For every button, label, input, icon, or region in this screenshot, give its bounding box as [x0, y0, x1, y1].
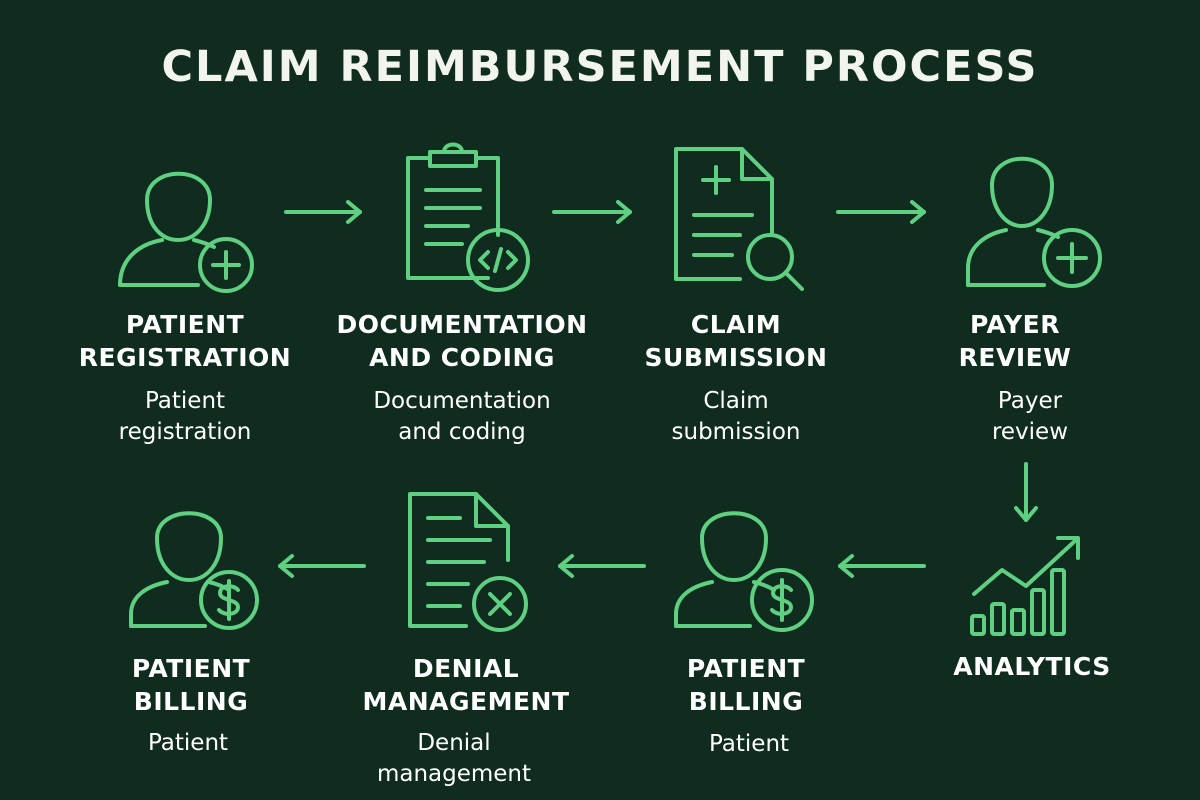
clipboard-code-icon [406, 142, 530, 292]
arrow-left-icon [838, 554, 926, 578]
step-desc-line: submission [671, 419, 801, 445]
arrow-right-icon [836, 200, 926, 224]
arrow-down-icon [1014, 462, 1038, 522]
step-desc-line: registration [118, 419, 252, 445]
diagram-title: CLAIM REIMBURSEMENT PROCESS [161, 42, 1039, 92]
document-x-icon [408, 492, 528, 632]
step-title-line: BILLING [688, 687, 804, 716]
step-title-line: DOCUMENTATION [336, 310, 588, 339]
step-title-line: PATIENT [686, 654, 806, 683]
step-desc-line: review [991, 419, 1069, 445]
step-desc-line: Patient [147, 730, 229, 756]
step-title-line: AND CODING [369, 343, 555, 372]
step-title-line: BILLING [133, 687, 249, 716]
arrow-left-icon [278, 554, 366, 578]
step-desc-line: Payer [997, 388, 1063, 414]
step-desc-line: Claim [703, 388, 769, 414]
step-title-line: DENIAL [412, 654, 520, 683]
arrow-right-icon [552, 200, 632, 224]
step-title-line: CLAIM [690, 310, 782, 339]
step-desc-line: and coding [398, 419, 526, 445]
step-title-line: REGISTRATION [78, 343, 292, 372]
step-title-line: PATIENT [125, 310, 245, 339]
person-dollar-icon [129, 511, 259, 630]
step-desc-line: Denial [417, 730, 491, 756]
step-desc-line: Documentation [373, 388, 551, 414]
arrow-left-icon [558, 554, 646, 578]
step-title-line: PAYER [970, 310, 1060, 339]
step-title-line: SUBMISSION [644, 343, 828, 372]
person-plus-icon [966, 156, 1102, 288]
step-desc-line: Patient [708, 731, 790, 757]
document-search-icon [674, 147, 804, 291]
step-desc-line: management [376, 761, 532, 787]
step-title-line: ANALYTICS [953, 652, 1111, 681]
step-title-line: MANAGEMENT [362, 687, 570, 716]
step-title-line: REVIEW [958, 343, 1072, 372]
step-desc-line: Patient [144, 388, 226, 414]
step-title-line: PATIENT [131, 654, 251, 683]
person-plus-icon [118, 171, 254, 293]
person-dollar-icon [674, 511, 814, 632]
arrow-right-icon [284, 200, 362, 224]
analytics-chart-icon [970, 536, 1080, 636]
